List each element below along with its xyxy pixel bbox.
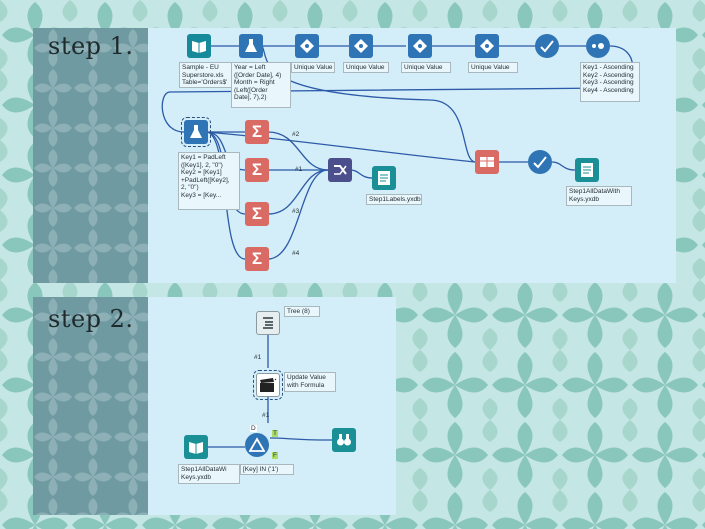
step1-title: step 1. bbox=[48, 32, 134, 60]
sigma-icon: Σ bbox=[251, 160, 263, 179]
connection-label: #1 bbox=[262, 412, 270, 419]
checkmark-icon bbox=[533, 156, 547, 169]
summarize-tool-1[interactable]: Σ bbox=[245, 120, 269, 144]
summarize-tool-3[interactable]: Σ bbox=[245, 202, 269, 226]
step2-title: step 2. bbox=[48, 305, 134, 333]
connection-label: #1 bbox=[254, 354, 262, 361]
sort-tool[interactable] bbox=[586, 34, 610, 58]
connection-label: #3 bbox=[292, 208, 300, 215]
output-tool-1[interactable] bbox=[372, 166, 396, 190]
join-icon bbox=[480, 157, 494, 167]
unique-label-2: Unique Value bbox=[343, 62, 389, 73]
filter-label: [Key] IN ('1') bbox=[240, 464, 294, 475]
output-tool-2[interactable] bbox=[575, 158, 599, 182]
unique-icon bbox=[354, 39, 368, 53]
filter-triangle-icon bbox=[249, 437, 265, 452]
sigma-icon: Σ bbox=[251, 204, 263, 223]
unique-label-1: Unique Value bbox=[291, 62, 335, 73]
unique-label-3: Unique Value bbox=[401, 62, 451, 73]
summarize-tool-2[interactable]: Σ bbox=[245, 158, 269, 182]
unique-tool-1[interactable] bbox=[295, 34, 319, 58]
checkmark-icon bbox=[540, 40, 554, 53]
connection-label: #2 bbox=[292, 131, 300, 138]
book-icon bbox=[192, 41, 206, 53]
macro-label: Update Value with Formula bbox=[284, 372, 336, 392]
browse-tool[interactable] bbox=[332, 428, 356, 452]
connection-label: #1 bbox=[295, 166, 303, 173]
output-icon bbox=[581, 163, 593, 177]
macro-tool[interactable] bbox=[253, 370, 283, 400]
input2-label: Step1AllDataWi Keys.yxdb bbox=[178, 464, 240, 484]
join-tool[interactable] bbox=[475, 150, 499, 174]
input-data-tool-2[interactable] bbox=[184, 435, 208, 459]
step2-sidebar-pattern bbox=[33, 297, 148, 515]
union-tool[interactable] bbox=[328, 158, 352, 182]
output2-label: Step1AllDataWith Keys.yxdb bbox=[566, 186, 632, 206]
step1-sidebar-pattern bbox=[33, 28, 148, 283]
output-icon bbox=[378, 171, 390, 185]
unique-label-4: Unique Value bbox=[468, 62, 518, 73]
unique-tool-2[interactable] bbox=[349, 34, 373, 58]
sort-dots-icon bbox=[592, 43, 604, 49]
anchor-f[interactable]: F bbox=[272, 452, 278, 459]
sigma-icon: Σ bbox=[251, 122, 263, 141]
book-icon bbox=[189, 442, 203, 454]
tree-icon bbox=[263, 317, 273, 329]
summarize-tool-4[interactable]: Σ bbox=[245, 247, 269, 271]
anchor-t[interactable]: T bbox=[272, 430, 278, 437]
unique-icon bbox=[413, 39, 427, 53]
unique-tool-4[interactable] bbox=[475, 34, 499, 58]
anchor-d[interactable]: D bbox=[250, 425, 257, 432]
unique-icon bbox=[480, 39, 494, 53]
filter-tool[interactable] bbox=[245, 433, 269, 457]
clapperboard-icon bbox=[260, 378, 277, 392]
select-tool[interactable] bbox=[535, 34, 559, 58]
formula-tool[interactable] bbox=[239, 34, 263, 58]
flask-icon bbox=[245, 39, 257, 52]
sort-label: Key1 - Ascending Key2 - Ascending Key3 -… bbox=[580, 62, 640, 102]
input-data-tool[interactable] bbox=[187, 34, 211, 58]
unique-icon bbox=[300, 39, 314, 53]
union-icon bbox=[334, 165, 347, 175]
output1-label: Step1Labels.yxdb bbox=[366, 194, 422, 205]
sigma-icon: Σ bbox=[251, 249, 263, 268]
tree-label: Tree (8) bbox=[284, 306, 320, 317]
formula2-label: Key1 = PadLeft ([Key1], 2, "0") Key2 = [… bbox=[178, 152, 240, 210]
connection-label: #4 bbox=[292, 250, 300, 257]
formula-tool-2[interactable] bbox=[181, 117, 211, 147]
binoculars-icon bbox=[337, 434, 351, 446]
input-data-label: Sample - EU Superstore.xls Table='Orders… bbox=[179, 62, 235, 88]
unique-tool-3[interactable] bbox=[408, 34, 432, 58]
formula-label: Year = Left ([Order Date], 4) Month = Ri… bbox=[231, 62, 291, 108]
select-tool-2[interactable] bbox=[528, 150, 552, 174]
tree-tool[interactable] bbox=[256, 311, 280, 335]
flask-icon bbox=[190, 125, 202, 138]
